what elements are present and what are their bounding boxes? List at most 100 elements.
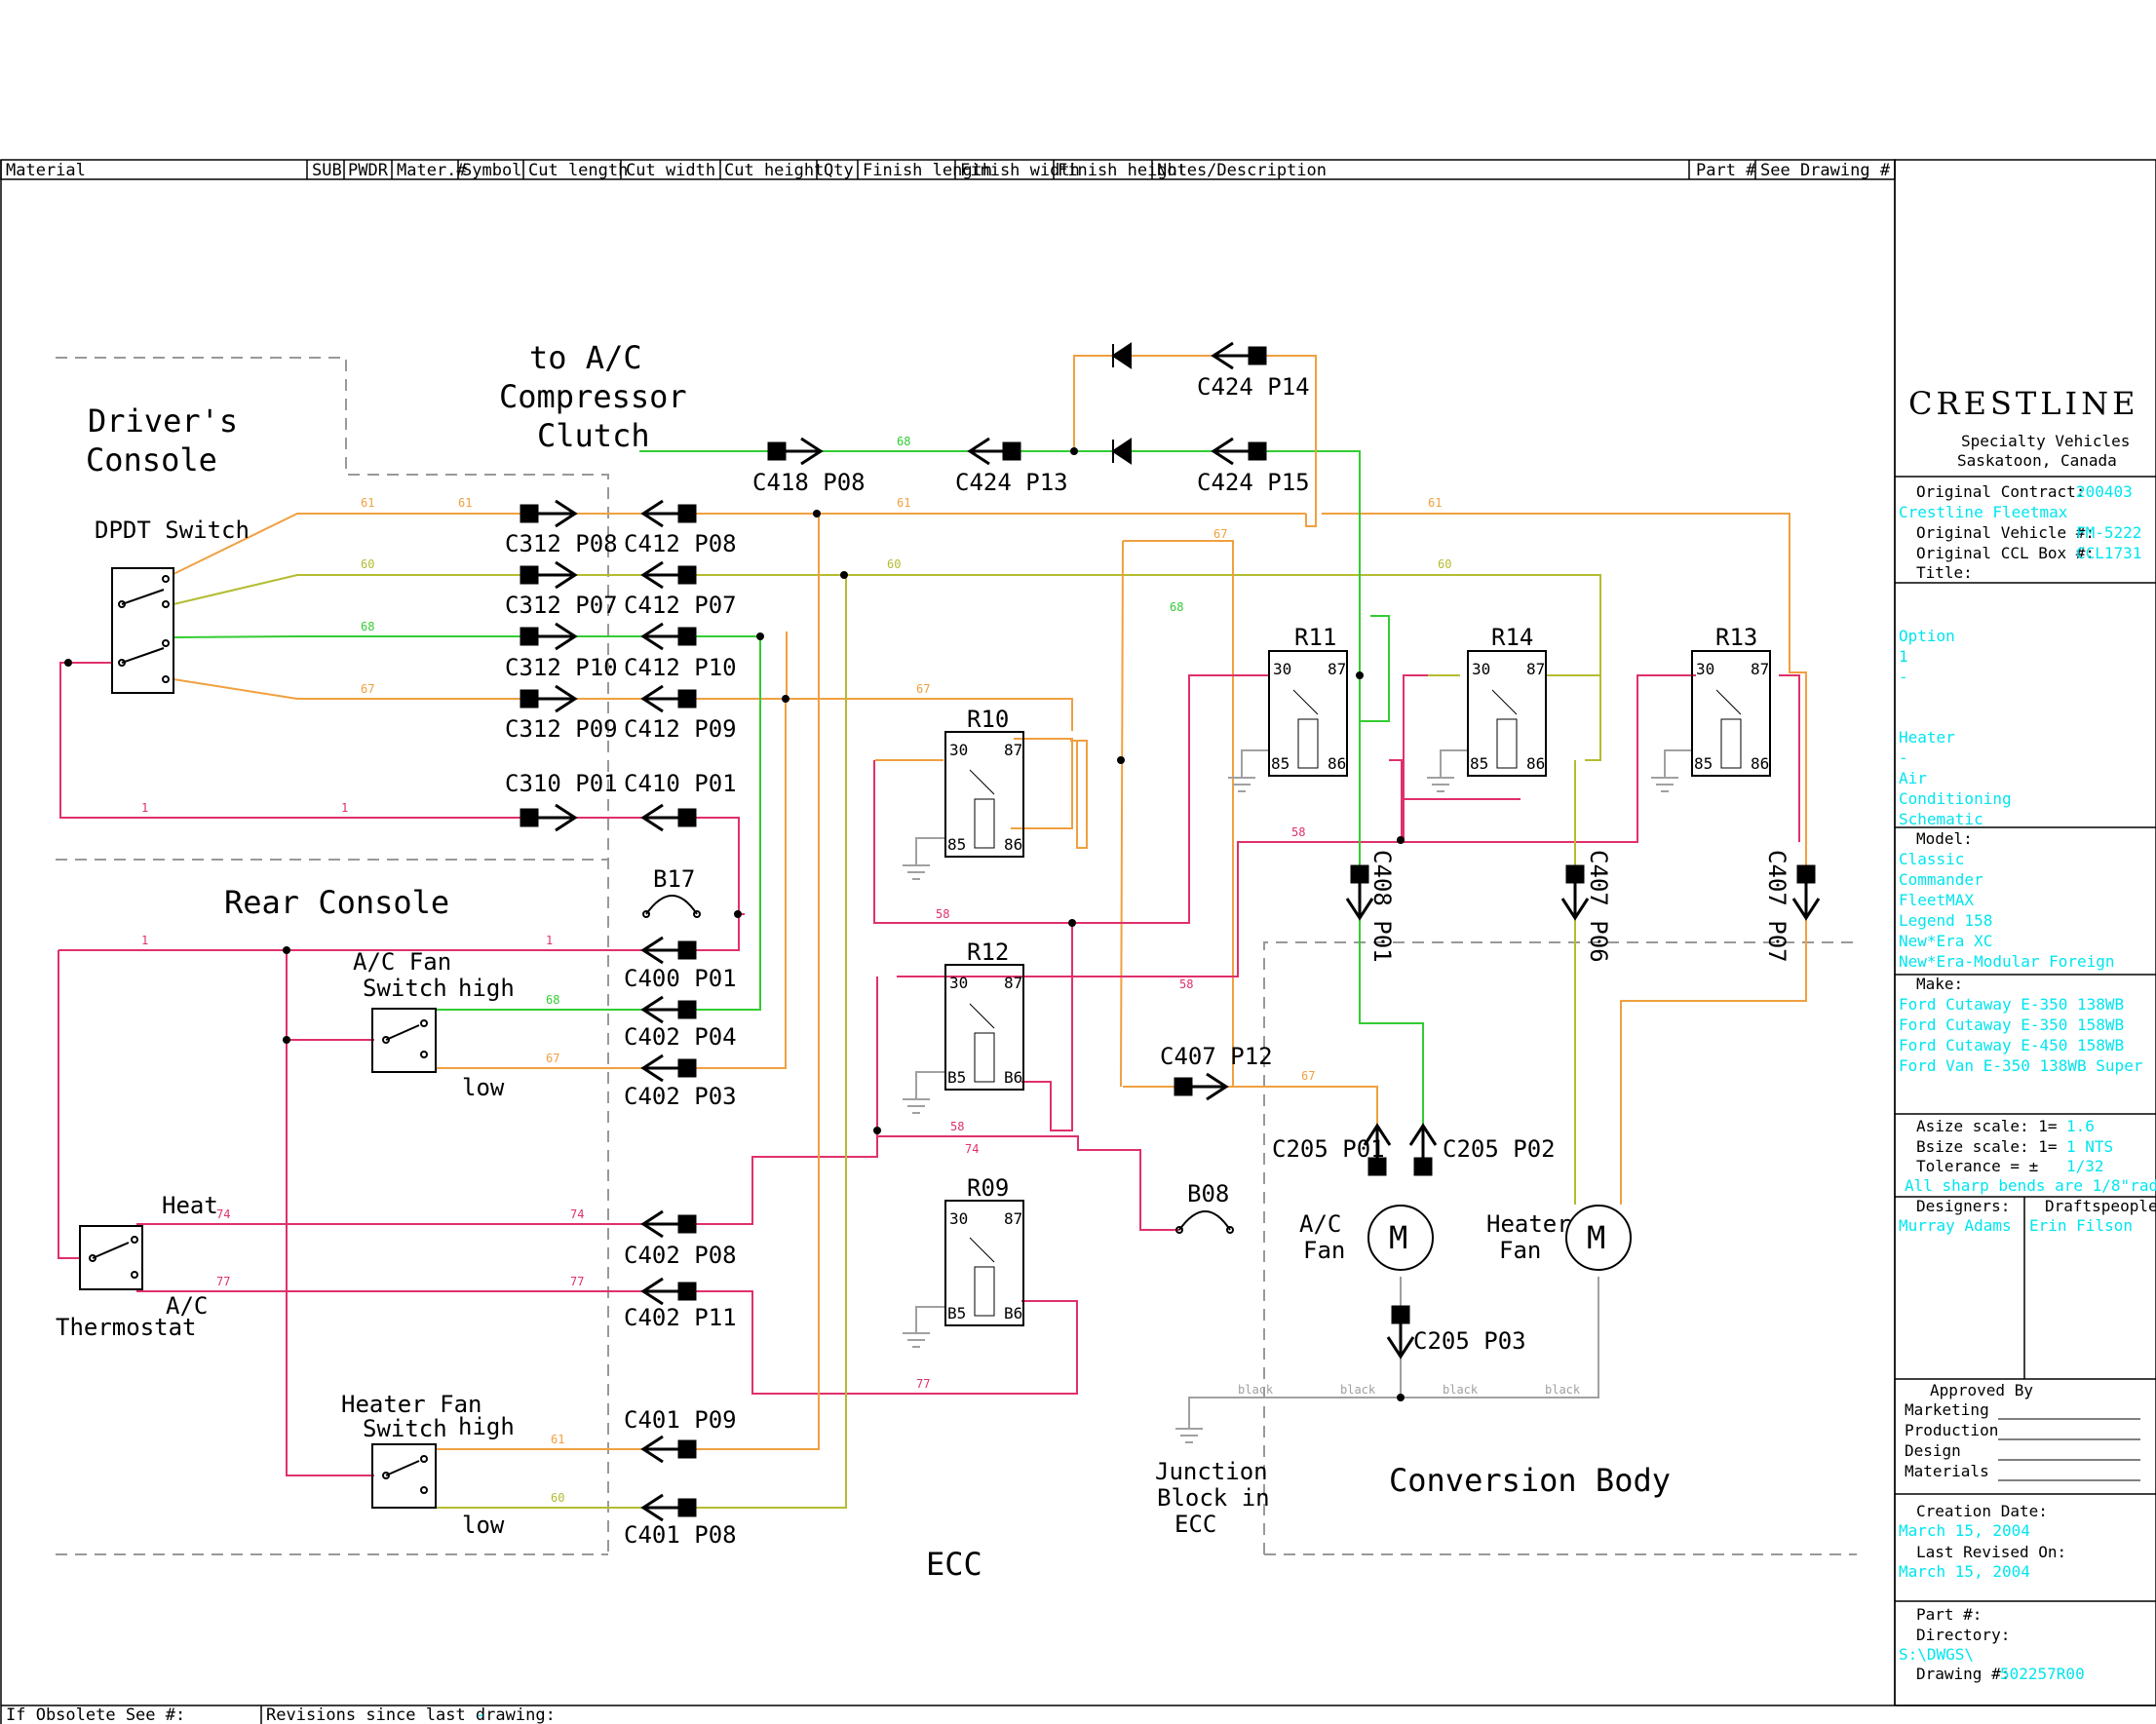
revised-label: Last Revised On:: [1916, 1543, 2066, 1561]
relay-r10-pin86: 86: [1004, 835, 1022, 854]
ac-fan-switch-label-2: Switch: [363, 975, 447, 1002]
model-label: Model:: [1916, 829, 1973, 848]
ecc-label: ECC: [926, 1546, 982, 1583]
heater-fan-motor: M: [1565, 1205, 1632, 1271]
company-subtitle-1: Specialty Vehicles: [1961, 432, 2130, 450]
label-c412-p07: C412 P07: [624, 592, 737, 619]
connector-labels: C312 P08 C312 P07 C312 P10 C312 P09 C310…: [505, 373, 1790, 1549]
connector-c410-p01: [640, 803, 697, 832]
approval-materials: Materials: [1905, 1462, 1989, 1480]
diode-lower: [1111, 438, 1132, 465]
connector-c412-p09: [640, 684, 697, 713]
header-cut-length: Cut length: [528, 161, 628, 180]
header-material: Material: [6, 161, 86, 180]
connector-symbols: [520, 341, 1821, 1522]
heater-fan-high-label: high: [458, 1413, 515, 1440]
relay-r14-pin30: 30: [1696, 660, 1714, 678]
wire-num-black-d: black: [1545, 1383, 1581, 1397]
label-c424-p15: C424 P15: [1197, 469, 1310, 496]
region-labels: Driver's Console Rear Console to A/C Com…: [86, 339, 1671, 1583]
original-vehicle-value: FM-5222: [2076, 523, 2141, 542]
directory-label: Directory:: [1916, 1626, 2010, 1644]
wire-num-60c: 60: [1438, 557, 1451, 571]
wire-num-74c: 74: [965, 1142, 979, 1156]
b17-breaker: [642, 895, 701, 918]
wire-num-68a: 68: [361, 620, 374, 633]
connector-c402-p08: [640, 1209, 697, 1239]
connector-c424-p13: [967, 437, 1021, 466]
header-sub: SUB: [312, 161, 342, 180]
thermostat-label: Thermostat: [56, 1314, 197, 1341]
designers-value: Murray Adams: [1899, 1216, 2012, 1235]
footer-revisions-value: -: [476, 1705, 485, 1724]
title-label: Title:: [1916, 563, 1973, 582]
b17-label: B17: [653, 865, 695, 893]
connector-c401-p09: [640, 1435, 697, 1464]
original-ccl-label: Original CCL Box #:: [1916, 544, 2095, 562]
header-finish-length: Finish length: [863, 161, 992, 180]
ac-fan-motor-symbol: M: [1389, 1219, 1407, 1256]
wire-num-68c: 68: [1170, 600, 1183, 614]
label-c402-p08: C402 P08: [624, 1242, 737, 1269]
relay-r13-pin86: 86: [1526, 754, 1545, 773]
connector-c402-p04: [640, 995, 697, 1024]
relay-r12: R12 30 87 B5 B6: [944, 939, 1024, 1091]
relay-r12-label: R12: [967, 939, 1009, 966]
relay-r12-pinb6: B6: [1004, 1068, 1022, 1087]
wire-num-58c: 58: [1179, 977, 1193, 991]
make-2: Ford Cutaway E-350 158WB: [1899, 1015, 2124, 1034]
approval-production: Production: [1905, 1421, 1998, 1439]
ac-fan-motor: M: [1367, 1205, 1434, 1271]
ac-fan-switch-label-1: A/C Fan: [353, 948, 451, 976]
drivers-console-label-1: Driver's: [88, 402, 238, 440]
connector-c407-p07: [1791, 864, 1821, 921]
wire-num-77a: 77: [216, 1275, 230, 1288]
header-see-drawing: See Drawing #: [1760, 161, 1891, 180]
wire-num-61a: 61: [361, 496, 374, 510]
connector-c312-p09: [520, 684, 578, 713]
model-1: Classic: [1899, 850, 1964, 868]
junction-label-3: ECC: [1174, 1511, 1216, 1538]
ac-compressor-label-1: to A/C: [529, 339, 642, 376]
connector-c205-p02: [1408, 1123, 1438, 1176]
draftspeople-label: Draftspeople:: [2045, 1197, 2156, 1215]
ac-fan-low-label: low: [462, 1074, 505, 1101]
ac-compressor-label-2: Compressor: [499, 378, 687, 415]
header-part: Part #: [1696, 161, 1756, 180]
label-c412-p10: C412 P10: [624, 654, 737, 681]
drawing-value: 502257R00: [2000, 1665, 2085, 1683]
footer-revisions: Revisions since last drawing:: [266, 1705, 556, 1724]
heater-fan-label-1: Heater: [1486, 1210, 1571, 1238]
label-c424-p14: C424 P14: [1197, 373, 1310, 401]
connector-c424-p14: [1211, 341, 1267, 370]
asize-label: Asize scale: 1=: [1916, 1117, 2058, 1135]
wire-num-67b: 67: [916, 682, 930, 696]
relay-r12-pin30: 30: [949, 974, 968, 992]
directory-value: S:\DWGS\: [1899, 1645, 1974, 1664]
heat-label: Heat: [162, 1192, 218, 1219]
region-boundaries: [56, 357, 1857, 1555]
label-c410-p01: C410 P01: [624, 770, 737, 797]
heater-fan-switch: [371, 1443, 437, 1509]
original-contract-value: 200403: [2076, 482, 2133, 501]
wire-num-67c: 67: [1213, 527, 1227, 541]
drivers-console-label-2: Console: [86, 441, 217, 479]
connector-c205-p01: [1363, 1123, 1392, 1176]
relay-r14-label: R13: [1715, 624, 1757, 651]
wire-num-60a: 60: [361, 557, 374, 571]
wire-num-black-b: black: [1340, 1383, 1376, 1397]
wire-num-58a: 58: [936, 907, 949, 921]
title-block-frame: [1894, 159, 2156, 1706]
make-label: Make:: [1916, 975, 1963, 993]
footer: If Obsolete See #: Revisions since last …: [6, 1705, 556, 1724]
label-c310-p01: C310 P01: [505, 770, 618, 797]
footer-obsolete: If Obsolete See #:: [6, 1705, 185, 1724]
heater-fan-motor-symbol: M: [1587, 1219, 1605, 1256]
wire-num-black-a: black: [1238, 1383, 1274, 1397]
label-c402-p04: C402 P04: [624, 1023, 737, 1051]
relay-r10-pin30: 30: [949, 741, 968, 759]
junction-label-1: Junction: [1155, 1458, 1268, 1485]
wire-num-58b: 58: [1291, 825, 1305, 839]
label-c205-p03: C205 P03: [1413, 1327, 1526, 1355]
part-label: Part #:: [1916, 1605, 1982, 1624]
